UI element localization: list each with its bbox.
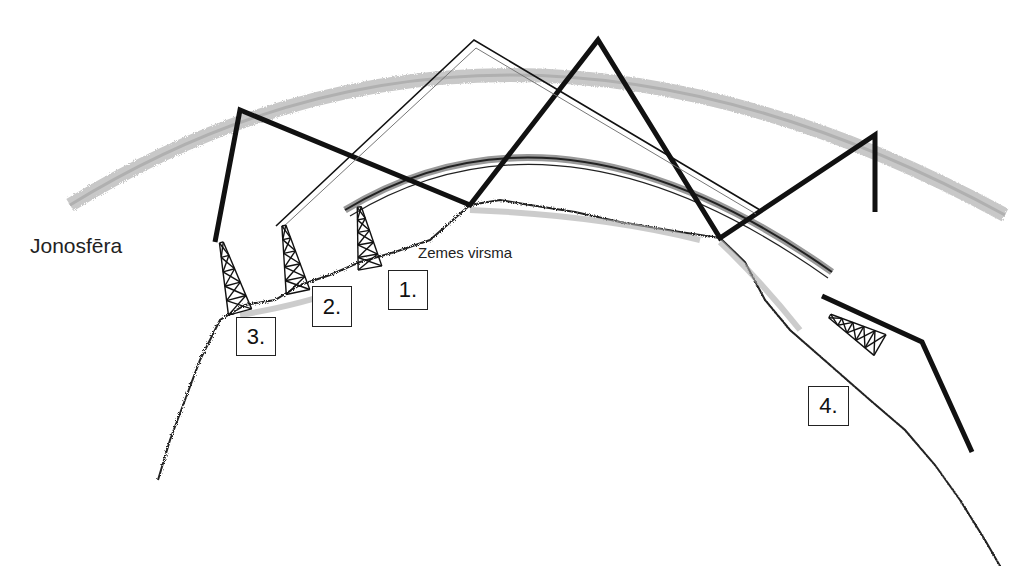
earth-surface (158, 200, 1000, 566)
antenna-tower (272, 223, 310, 295)
tower-strut (831, 306, 886, 344)
callout-box: 3. (236, 317, 276, 356)
tower-strut (358, 254, 382, 270)
tower-strut (283, 238, 296, 253)
tower-strut (865, 329, 886, 354)
antenna-tower (824, 306, 886, 356)
callout-box: 2. (312, 286, 352, 327)
callout-number: 3. (247, 324, 265, 350)
tower-strut (285, 263, 305, 280)
tower-strut (829, 313, 842, 324)
ionosphere-line (70, 75, 1005, 215)
antenna-tower (347, 205, 381, 270)
callout-box: 1. (388, 270, 428, 310)
tower-strut (828, 314, 841, 325)
tower-strut (285, 276, 309, 294)
callout-box: 4. (808, 386, 849, 426)
callout-number: 4. (819, 393, 837, 419)
tower-strut (218, 242, 228, 257)
callout-number: 2. (323, 294, 341, 320)
sky-wave-path (822, 296, 972, 452)
tower-strut (225, 282, 246, 301)
surface-label: Zemes virsma (418, 244, 512, 261)
tower-strut (282, 224, 286, 226)
tower-strut (227, 295, 252, 315)
ionosphere-label: Jonosfēra (30, 234, 122, 258)
tower-strut (272, 226, 296, 295)
tower-strut (223, 239, 251, 311)
ionosphere-band (70, 75, 1005, 215)
tower-strut (221, 255, 229, 257)
tower-strut (221, 255, 234, 271)
tower-strut (223, 268, 240, 286)
tower-strut (358, 230, 374, 245)
tower-strut (219, 241, 229, 256)
tower-strut (219, 242, 223, 243)
space-wave-path (282, 48, 756, 228)
tower-strut (829, 314, 831, 317)
tower-strut (357, 206, 365, 219)
tower-strut (223, 269, 235, 272)
tower-strut (358, 242, 378, 257)
tower-strut (284, 251, 296, 253)
tower-strut (855, 326, 874, 347)
sky-wave-path (215, 40, 875, 242)
space-wave-path (276, 40, 760, 226)
tower-strut (357, 218, 365, 219)
antenna-tower (210, 239, 252, 315)
tower-strut (284, 250, 301, 266)
tower-strut (357, 218, 369, 232)
tower-strut (283, 238, 291, 240)
tower-strut (357, 206, 361, 208)
callout-number: 1. (399, 277, 417, 303)
tower-strut (838, 318, 842, 325)
tower-strut (282, 225, 291, 240)
tower-strut (846, 322, 863, 340)
